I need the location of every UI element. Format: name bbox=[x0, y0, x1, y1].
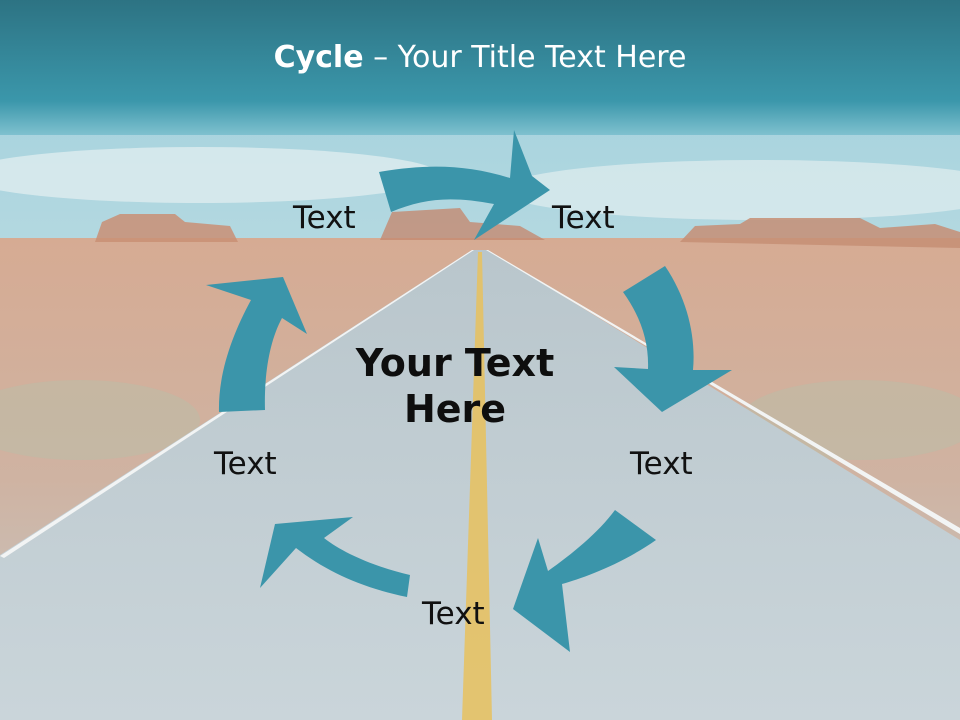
cycle-label-2: Text bbox=[552, 200, 615, 236]
title-rest: – Your Title Text Here bbox=[363, 40, 687, 75]
curved-arrow-icon bbox=[206, 277, 307, 412]
cycle-label-1: Text bbox=[293, 200, 356, 236]
cycle-label-5: Text bbox=[214, 446, 277, 482]
center-text: Your Text Here bbox=[340, 340, 570, 432]
center-line-2: Here bbox=[403, 387, 507, 431]
slide-title: Cycle – Your Title Text Here bbox=[0, 40, 960, 75]
curved-arrow-icon bbox=[614, 266, 732, 412]
cycle-label-3: Text bbox=[630, 446, 693, 482]
curved-arrow-icon bbox=[260, 517, 410, 597]
center-line-1: Your Text bbox=[355, 341, 555, 385]
title-bold: Cycle bbox=[273, 40, 364, 75]
cycle-label-4: Text bbox=[422, 596, 485, 632]
curved-arrow-icon bbox=[513, 510, 656, 652]
curved-arrow-icon bbox=[379, 130, 550, 240]
